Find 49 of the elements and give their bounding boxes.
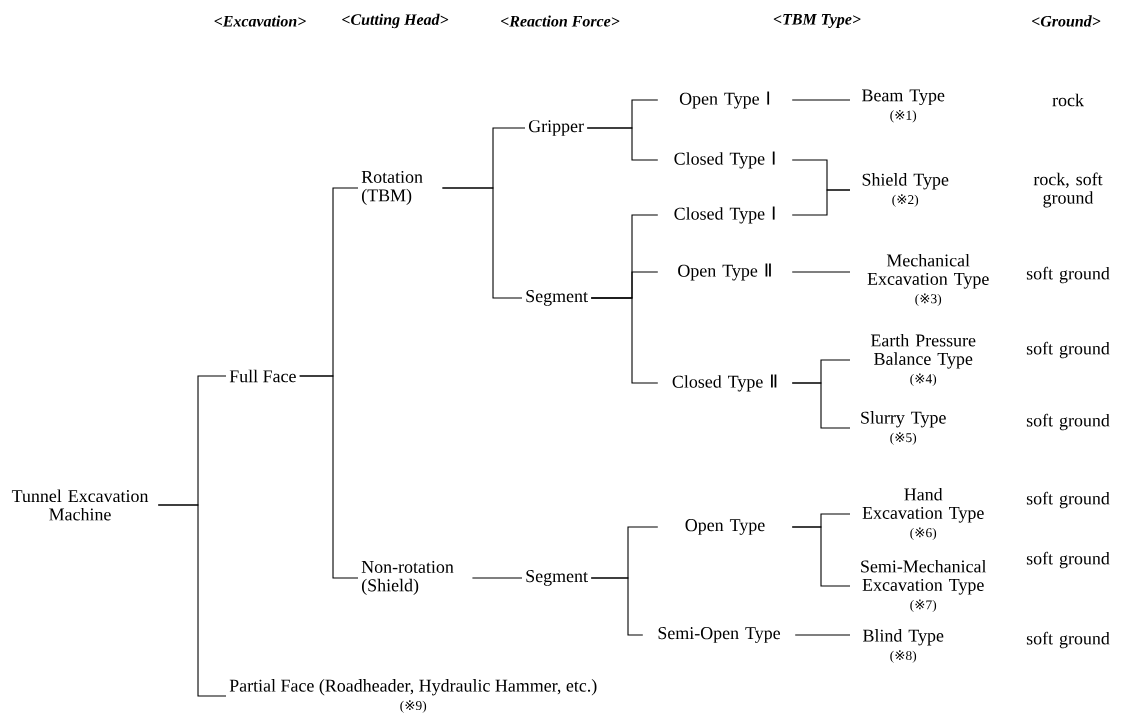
tree-label: Rotation (TBM)	[361, 170, 423, 206]
ground-label: soft ground	[1026, 631, 1110, 649]
ground-label: rock	[1052, 93, 1084, 107]
tree-label: Closed Type Ⅱ	[672, 374, 777, 392]
connector-line	[441, 187, 523, 299]
tree-label: Closed Type Ⅰ	[674, 151, 775, 169]
tree-label: Blind Type (※8)	[863, 629, 944, 663]
connector-line	[299, 375, 359, 579]
tree-label: Full Face	[229, 369, 296, 383]
column-header: <Cutting Head>	[342, 13, 449, 29]
column-header: <Ground>	[1032, 15, 1101, 27]
tree-label: Non-rotation (Shield)	[361, 560, 454, 596]
connector-line	[791, 99, 851, 101]
ground-label: soft ground	[1026, 341, 1110, 359]
connector-line	[586, 127, 659, 161]
ground-label: rock, soft ground	[1033, 172, 1103, 208]
connector-line	[471, 577, 523, 579]
tree-label: Semi-Mechanical Excavation Type (※7)	[861, 559, 987, 613]
connector-line	[791, 189, 851, 216]
tree-label: Beam Type (※1)	[862, 89, 945, 123]
tree-label: Open Type Ⅰ	[679, 91, 770, 109]
connector-line	[794, 634, 851, 636]
connector-line	[791, 526, 851, 587]
ground-label: soft ground	[1026, 413, 1110, 431]
ground-label: soft ground	[1026, 491, 1110, 509]
tree-label: Mechanical Excavation Type (※3)	[867, 253, 989, 307]
tree-label: Shield Type (※2)	[862, 173, 949, 207]
ground-label: soft ground	[1026, 551, 1110, 569]
connector-line	[791, 271, 851, 273]
tree-label: Slurry Type (※5)	[861, 411, 946, 445]
tree-label: Segment	[526, 570, 588, 586]
tree-label: Earth Pressure Balance Type (※4)	[870, 333, 976, 387]
tree-label: Tunnel Excavation Machine	[11, 489, 149, 521]
connector-line	[590, 577, 644, 636]
ground-label: soft ground	[1026, 266, 1110, 284]
tree-label: Hand Excavation Type (※6)	[862, 487, 984, 541]
connector-line	[157, 504, 227, 697]
tree-label: Open Type	[685, 519, 765, 535]
tree-label: Closed Type Ⅰ	[674, 206, 775, 224]
tree-label: Gripper	[528, 120, 584, 136]
column-header: <Excavation>	[214, 15, 306, 27]
column-header: <TBM Type>	[773, 14, 861, 28]
tree-label: Semi-Open Type	[658, 627, 781, 643]
connector-line	[590, 297, 659, 384]
column-header: <Reaction Force>	[501, 15, 620, 27]
tree-label: Open Type Ⅱ	[678, 263, 771, 281]
connector-line	[791, 382, 851, 429]
tree-label: Segment	[526, 290, 588, 306]
tree-label: Partial Face (Roadheader, Hydraulic Hammer, etc.) (※9)	[229, 679, 597, 713]
